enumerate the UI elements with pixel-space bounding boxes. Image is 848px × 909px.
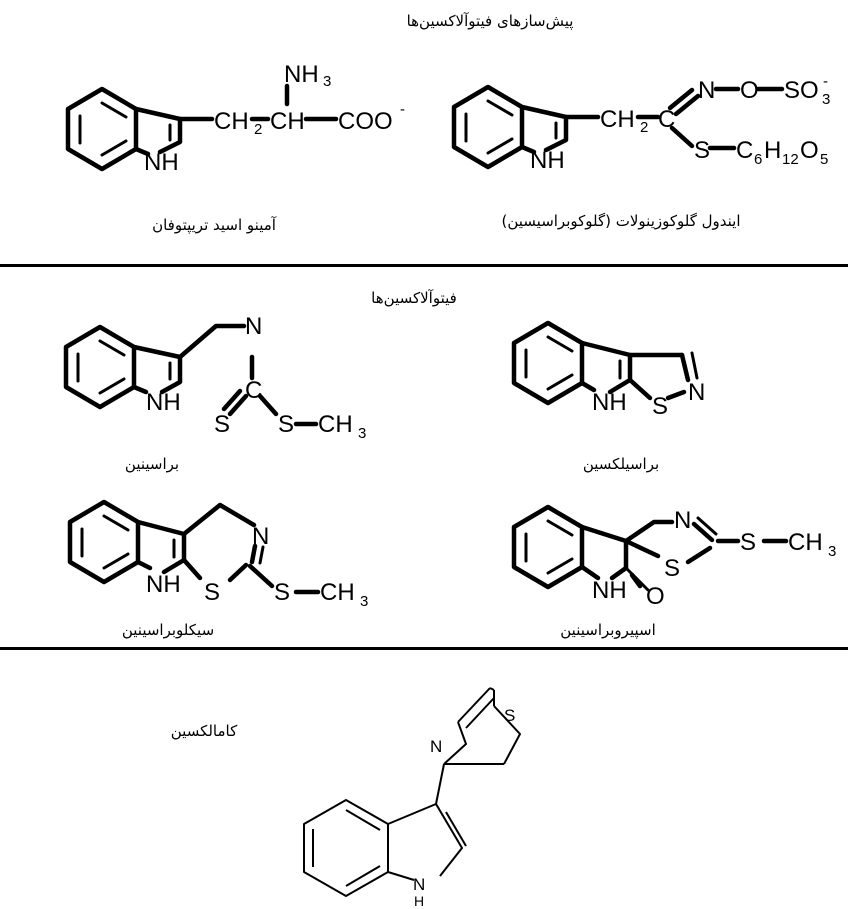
brassinin-structure	[63, 323, 319, 427]
brassinin-c-label: C	[245, 377, 262, 404]
glucobrassicin-h12-label: H	[764, 137, 781, 164]
phytoalexins-title: فیتوآلاکسین‌ها	[371, 289, 457, 307]
glucobrassicin-o5-label: O	[800, 137, 819, 164]
tryptophan-labels: NH 3 CH 2 CH COO - NH	[144, 61, 405, 176]
brassinin-nh-label: NH	[146, 389, 181, 416]
tryptophan-structure	[65, 83, 339, 172]
glucobrassicin-ch2-subscript: 2	[640, 119, 648, 136]
spirobrassinin-ch3-label: CH	[788, 529, 823, 556]
divider-top	[0, 264, 848, 267]
brassinin-s2-label: S	[278, 411, 294, 438]
camalexin-nh-n-label: N	[413, 875, 425, 894]
glucobrassicin-h12-subscript: 12	[782, 151, 799, 168]
spirobrassinin-s2-label: S	[740, 529, 756, 556]
brassilexin-structure	[511, 320, 699, 406]
tryptophan-name: آمینو اسید تریپتوفان	[152, 216, 276, 234]
cyclobrassinin-structure	[67, 499, 321, 595]
glucobrassicin-s-label: S	[694, 137, 710, 164]
tryptophan-nh3-subscript: 3	[323, 73, 331, 90]
glucobrassicin-o5-subscript: 5	[820, 151, 828, 168]
tryptophan-nh3-label: NH	[284, 61, 319, 88]
glucobrassicin-so3-label: SO	[784, 77, 819, 104]
spirobrassinin-name: اسپیروبراسینین	[560, 621, 656, 639]
glucobrassicin-nh-label: NH	[530, 147, 565, 174]
brassinin-n-label: N	[245, 313, 262, 340]
brassilexin-nh-label: NH	[592, 389, 627, 416]
cyclobrassinin-ch3-subscript: 3	[360, 593, 368, 610]
glucobrassicin-c6-label: C	[736, 137, 753, 164]
camalexin-structure	[303, 687, 521, 897]
tryptophan-ch-label: CH	[270, 108, 305, 135]
camalexin-n-label: N	[430, 737, 442, 756]
glucobrassicin-name: ایندول گلوکوزینولات (گلوکوبراسیسین)	[501, 212, 741, 230]
glucobrassicin-c-label: C	[658, 106, 675, 133]
cyclobrassinin-n-label: N	[252, 523, 269, 550]
spirobrassinin-n-label: N	[674, 507, 691, 534]
cyclobrassinin-nh-label: NH	[146, 571, 181, 598]
brassilexin-s-label: S	[652, 393, 668, 420]
cyclobrassinin-ch3-label: CH	[320, 579, 355, 606]
tryptophan-coo-charge: -	[400, 101, 405, 118]
spirobrassinin-nh-label: NH	[592, 577, 627, 604]
tryptophan-ch2-label: CH	[214, 108, 249, 135]
spirobrassinin-s1-label: S	[664, 555, 680, 582]
brassinin-labels: N C S S CH 3 NH	[146, 313, 366, 442]
camalexin-name: کامالکسین	[170, 722, 238, 740]
brassinin-ch3-label: CH	[318, 411, 353, 438]
tryptophan-nh-label: NH	[144, 149, 179, 176]
tryptophan-coo-label: COO	[338, 108, 393, 135]
brassilexin-name: براسیلکسین	[582, 455, 660, 473]
brassinin-s1-label: S	[214, 411, 230, 438]
precursors-title: پیش‌سازهای فیتوآلاکسین‌ها	[406, 12, 574, 30]
glucobrassicin-so3-subscript: 3	[822, 91, 830, 108]
glucobrassicin-c6-subscript: 6	[754, 151, 762, 168]
cyclobrassinin-s2-label: S	[274, 579, 290, 606]
divider-bottom	[0, 647, 848, 650]
spirobrassinin-ch3-subscript: 3	[828, 543, 836, 560]
glucobrassicin-o-label: O	[740, 77, 759, 104]
brassilexin-n-label: N	[688, 379, 705, 406]
glucobrassicin-labels: CH 2 C N O SO 3 - S C 6 H 12 O 5 NH	[530, 73, 830, 174]
tryptophan-ch2-subscript: 2	[254, 121, 262, 138]
cyclobrassinin-labels: N S S CH 3 NH	[146, 523, 368, 610]
glucobrassicin-so3-charge: -	[823, 73, 828, 90]
brassilexin-labels: S N NH	[592, 379, 705, 420]
brassinin-ch3-subscript: 3	[358, 425, 366, 442]
camalexin-s-label: S	[504, 706, 515, 725]
glucobrassicin-ch2-label: CH	[600, 106, 635, 133]
brassinin-name: براسینین	[124, 455, 180, 473]
spirobrassinin-o-label: O	[646, 583, 665, 610]
cyclobrassinin-name: سیکلوبراسینین	[121, 621, 215, 639]
spirobrassinin-labels: N S S CH 3 O NH	[592, 507, 836, 610]
cyclobrassinin-s1-label: S	[204, 579, 220, 606]
glucobrassicin-n-label: N	[698, 77, 715, 104]
camalexin-nh-h-label: H	[414, 893, 424, 909]
glucobrassicin-structure	[451, 84, 785, 170]
camalexin-labels: N S N H	[413, 706, 515, 909]
spirobrassinin-structure	[511, 504, 789, 592]
